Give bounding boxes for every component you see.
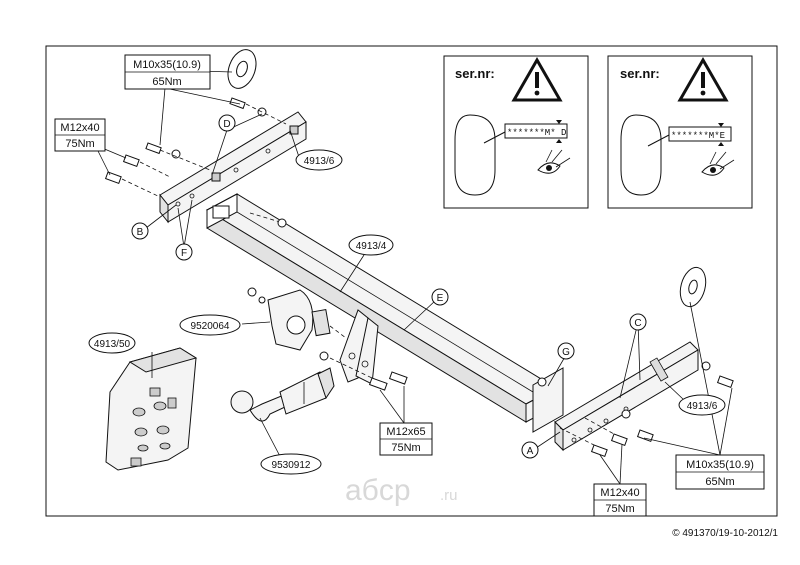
bolt-torque: 75Nm bbox=[605, 503, 634, 515]
svg-text:F: F bbox=[181, 248, 187, 259]
marker-E: E bbox=[431, 288, 449, 306]
part-label-bracket-left: 4913/6 bbox=[295, 149, 343, 171]
serial-plate-outline bbox=[454, 114, 496, 196]
marker-G: G bbox=[557, 342, 575, 360]
svg-text:9530912: 9530912 bbox=[272, 460, 311, 471]
bolt-spec: M12x40 bbox=[600, 487, 639, 499]
right-side-bracket bbox=[554, 341, 699, 452]
serial-code-text: *******M*E bbox=[671, 131, 725, 141]
svg-text:D: D bbox=[223, 119, 230, 130]
watermark-suffix: .ru bbox=[440, 487, 458, 504]
svg-text:4913/6: 4913/6 bbox=[304, 156, 335, 167]
bolt-torque: 65Nm bbox=[705, 476, 734, 488]
bolts-left bbox=[104, 154, 171, 198]
svg-text:G: G bbox=[562, 347, 570, 358]
bolt-torque: 65Nm bbox=[152, 76, 181, 88]
socket-mount-brackets bbox=[339, 309, 379, 385]
callout-bolt-top-left: M10x35(10.9) 65Nm bbox=[124, 54, 211, 90]
marker-A: A bbox=[521, 441, 539, 459]
arrow-up-icon bbox=[556, 139, 562, 143]
watermark-text: aбcp bbox=[345, 474, 411, 507]
part-label-socket-plate: 9520064 bbox=[179, 314, 241, 336]
serial-code-text: *******M* D bbox=[507, 128, 566, 138]
towball bbox=[230, 367, 335, 422]
bolt-spec: M10x35(10.9) bbox=[133, 59, 201, 71]
arrow-down-icon bbox=[718, 123, 724, 127]
bolts-right bbox=[559, 361, 734, 458]
callout-bolt-mid: M12x65 75Nm bbox=[379, 422, 433, 456]
socket-plate bbox=[247, 287, 347, 351]
callout-bolt-bottom-right: M12x40 75Nm bbox=[593, 483, 647, 517]
warning-panel-1: ser.nr: *******M* D bbox=[443, 55, 589, 209]
marker-C: C bbox=[629, 313, 647, 331]
spacer-washer bbox=[227, 49, 257, 89]
svg-text:A: A bbox=[527, 446, 534, 457]
eye-icon bbox=[537, 149, 571, 174]
warning-panel-2: ser.nr: *******M*E bbox=[607, 55, 753, 209]
arrow-up-icon bbox=[718, 142, 724, 146]
svg-text:4913/50: 4913/50 bbox=[94, 339, 131, 350]
warning-triangle-icon bbox=[677, 56, 729, 102]
svg-text:4913/6: 4913/6 bbox=[687, 401, 718, 412]
svg-text:B: B bbox=[137, 227, 144, 238]
warning-triangle-icon bbox=[511, 56, 563, 102]
crossbar bbox=[205, 193, 558, 423]
crossbar-end-plate bbox=[532, 367, 564, 433]
callout-bolt-left: M12x40 75Nm bbox=[54, 118, 106, 152]
bolt-spec: M12x65 bbox=[386, 426, 425, 438]
part-label-crossbar: 4913/4 bbox=[348, 234, 394, 256]
serial-plate-outline bbox=[620, 114, 662, 196]
diagram-frame bbox=[45, 45, 778, 517]
copyright-text: © 491370/19-10-2012/1 bbox=[672, 528, 778, 539]
eye-icon bbox=[701, 151, 735, 176]
watermark: aбcp .ru bbox=[345, 474, 458, 507]
part-label-bracket-right: 4913/6 bbox=[678, 394, 726, 416]
part-label-towball: 9530912 bbox=[260, 453, 322, 475]
bolts-mid bbox=[319, 351, 408, 391]
warning-panel-title: ser.nr: bbox=[620, 66, 660, 81]
marker-B: B bbox=[131, 222, 149, 240]
svg-text:4913/4: 4913/4 bbox=[356, 241, 387, 252]
marker-D: D bbox=[218, 114, 236, 132]
marker-F: F bbox=[175, 243, 193, 261]
svg-text:9520064: 9520064 bbox=[191, 321, 230, 332]
bolt-spec: M10x35(10.9) bbox=[686, 459, 754, 471]
part-label-kit: 4913/50 bbox=[88, 332, 136, 354]
svg-text:C: C bbox=[634, 318, 641, 329]
hardware-kit-box bbox=[105, 347, 198, 471]
spacer-washer bbox=[679, 266, 707, 308]
bolt-torque: 75Nm bbox=[391, 442, 420, 454]
left-side-bracket bbox=[159, 111, 307, 224]
serial-code-box bbox=[504, 123, 568, 139]
serial-code-box bbox=[668, 126, 732, 142]
arrow-down-icon bbox=[556, 120, 562, 124]
warning-panel-title: ser.nr: bbox=[455, 66, 495, 81]
bolt-spec: M12x40 bbox=[60, 122, 99, 134]
svg-text:E: E bbox=[437, 293, 444, 304]
callout-bolt-right: M10x35(10.9) 65Nm bbox=[675, 454, 765, 490]
bolt-torque: 75Nm bbox=[65, 138, 94, 150]
